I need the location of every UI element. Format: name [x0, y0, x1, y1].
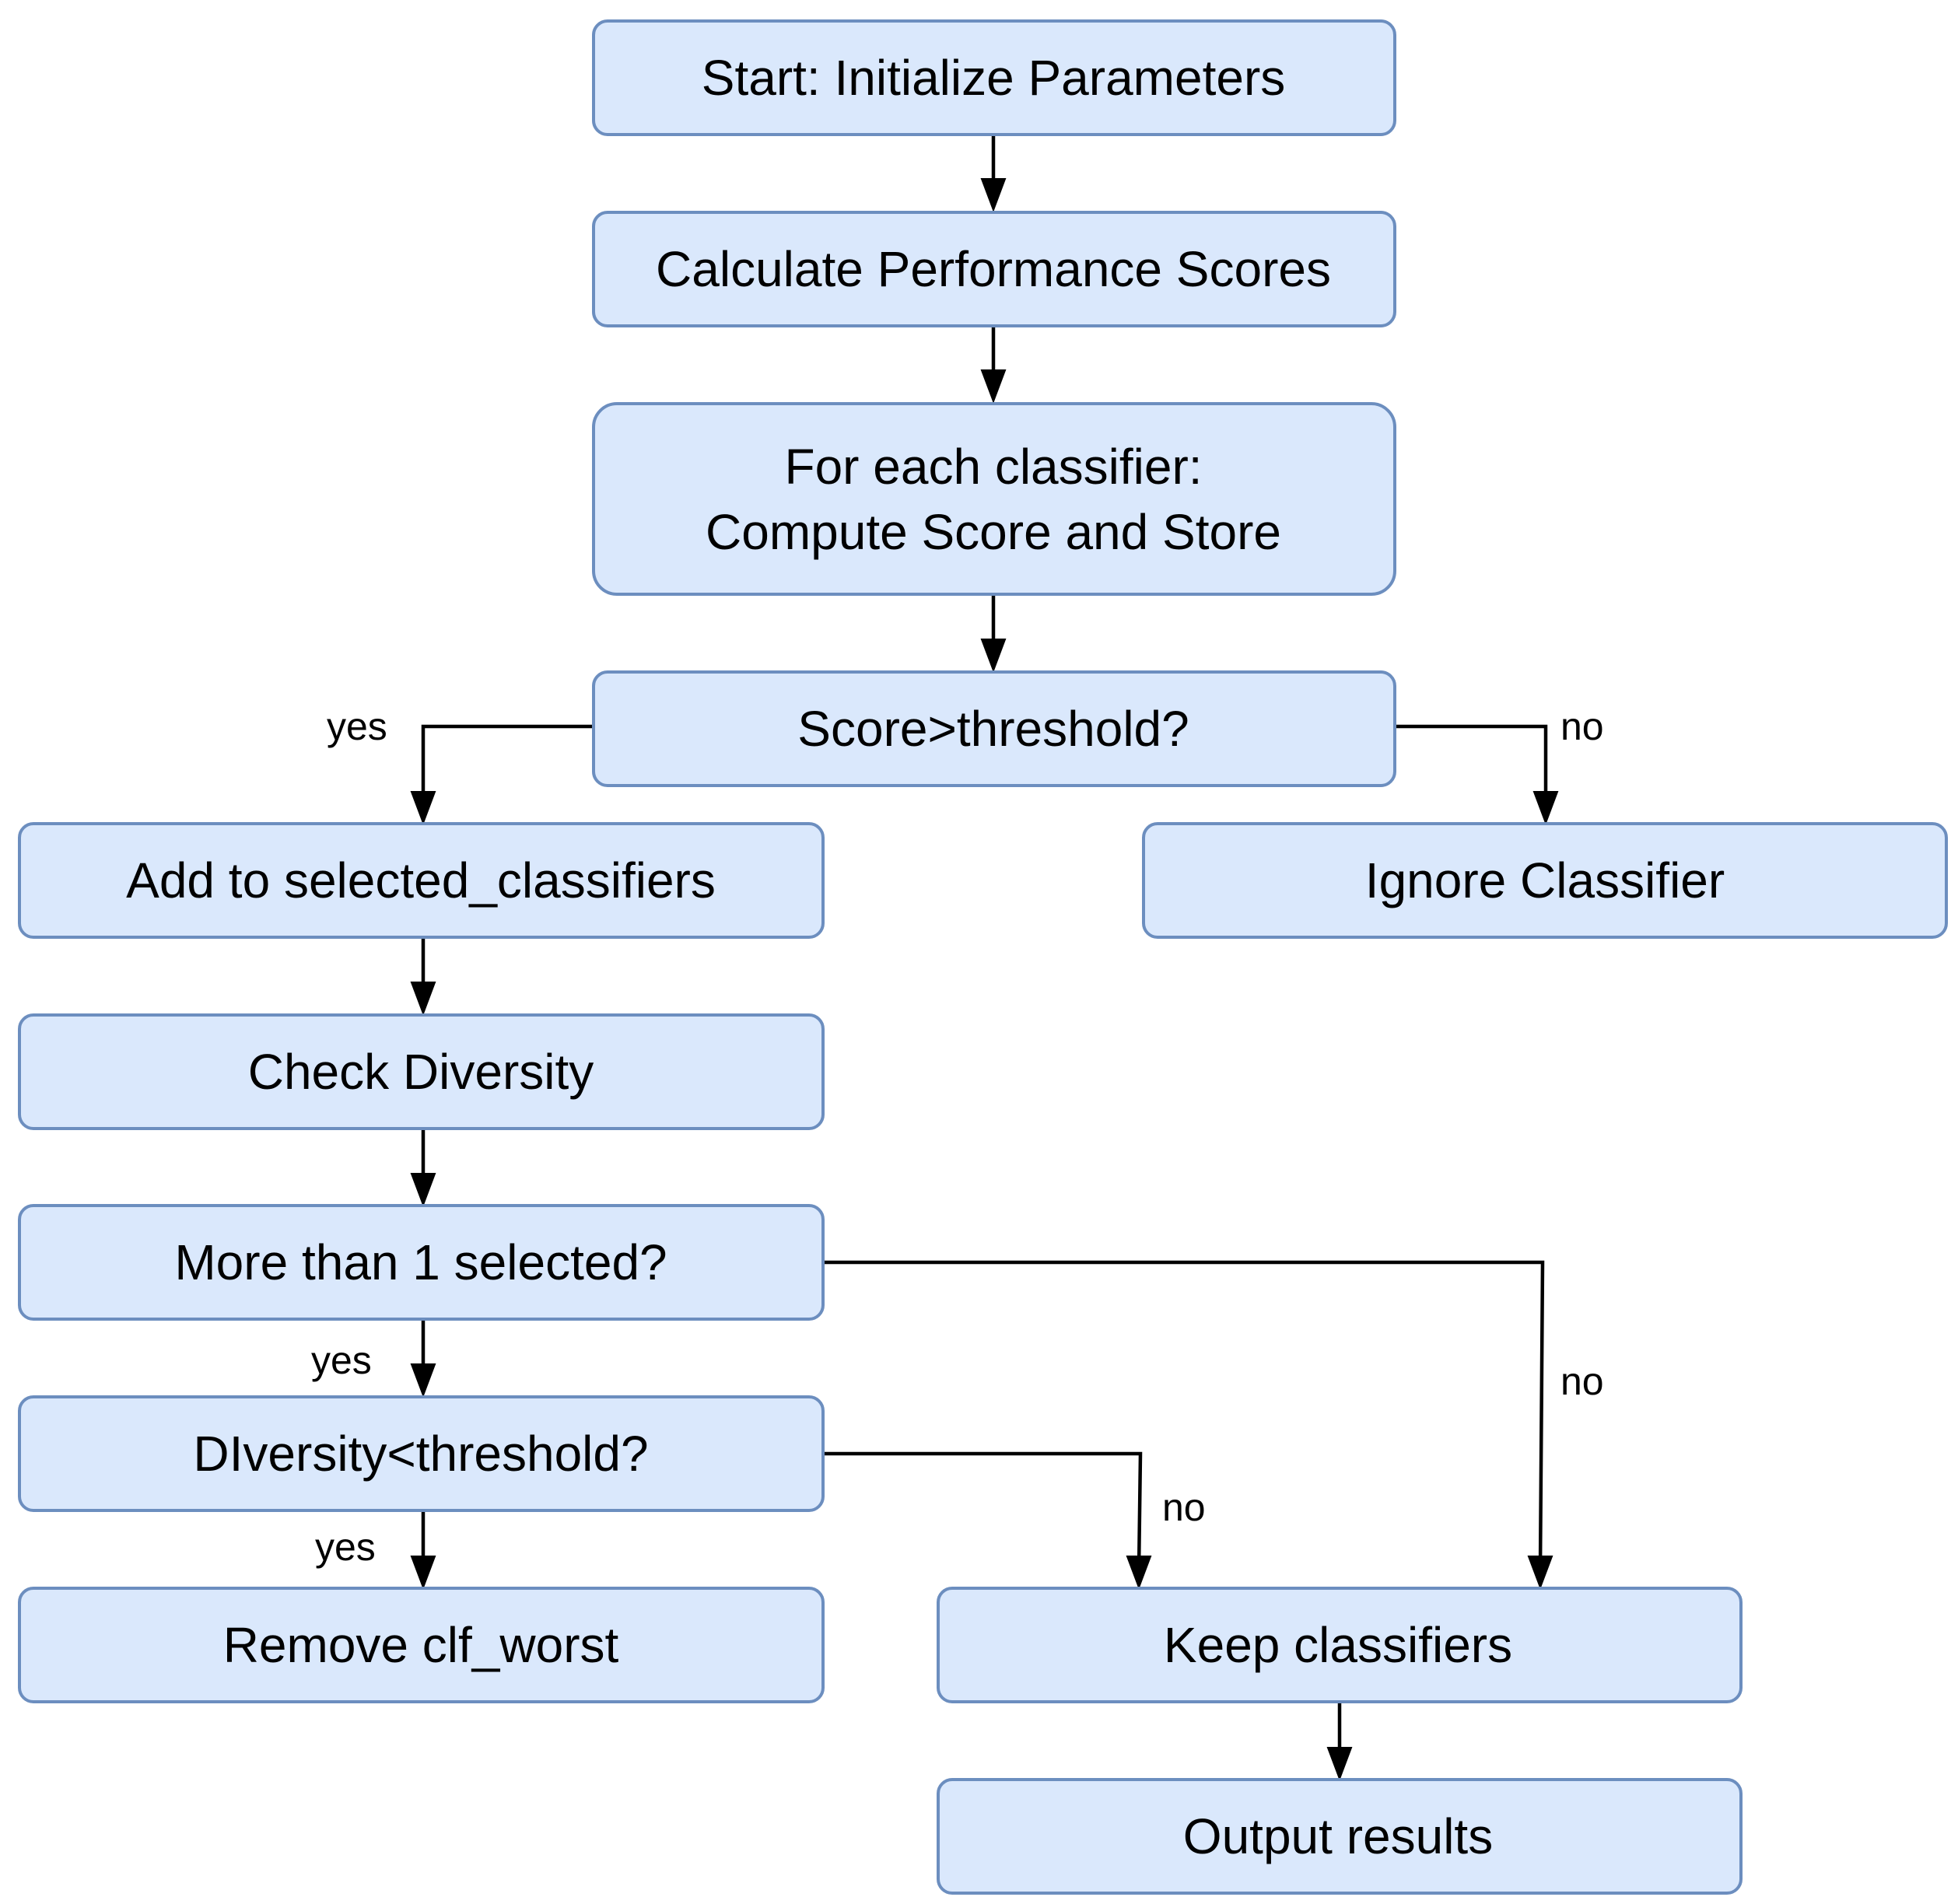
node-diversity-decision: DIversity<threshold?	[18, 1395, 825, 1512]
arrowhead	[410, 1556, 436, 1590]
arrowhead	[1527, 1556, 1553, 1590]
diversity-yes-label: yes	[315, 1525, 376, 1569]
arrowhead	[410, 791, 436, 825]
edge-start-to-calculate	[980, 135, 1007, 212]
node-ignore-classifier-label: Ignore Classifier	[1365, 852, 1725, 908]
arrowhead	[980, 178, 1007, 212]
edge-keep-to-output	[1326, 1702, 1353, 1781]
arrowhead	[980, 369, 1007, 404]
node-score-decision: Score>threshold?	[592, 670, 1396, 787]
arrowhead	[1326, 1747, 1353, 1781]
node-ignore-classifier: Ignore Classifier	[1142, 822, 1948, 939]
arrowhead	[410, 1173, 436, 1207]
edge-diversity-yes-to-remove-worst	[410, 1510, 436, 1590]
edge-check-diversity-to-more-than-one	[410, 1129, 436, 1207]
edge-calculate-to-foreach	[980, 326, 1007, 404]
edge-more-yes-to-diversity-decision	[410, 1319, 436, 1398]
edge-labels: yes no yes no yes no	[311, 705, 1604, 1569]
node-more-than-one: More than 1 selected?	[18, 1204, 825, 1321]
nodes: Start: Initialize Parameters Calculate P…	[18, 19, 1948, 1895]
node-keep-classifiers: Keep classifiers	[937, 1587, 1743, 1703]
node-for-each-line2: Compute Score and Store	[706, 504, 1281, 560]
arrowhead	[410, 1363, 436, 1398]
node-for-each-line1: For each classifier:	[784, 439, 1202, 495]
node-remove-worst: Remove clf_worst	[18, 1587, 825, 1703]
diversity-no-label: no	[1162, 1486, 1206, 1529]
node-start: Start: Initialize Parameters	[592, 19, 1396, 136]
edge-add-selected-to-check-diversity	[410, 937, 436, 1016]
node-check-diversity: Check Diversity	[18, 1013, 825, 1130]
arrowhead	[980, 639, 1007, 673]
node-calculate-scores-label: Calculate Performance Scores	[656, 241, 1331, 297]
node-output-results-label: Output results	[1183, 1808, 1493, 1864]
edges	[410, 135, 1559, 1781]
node-add-selected: Add to selected_classifiers	[18, 822, 825, 939]
arrowhead	[410, 982, 436, 1016]
arrowhead	[1126, 1556, 1152, 1590]
more-yes-label: yes	[311, 1339, 372, 1382]
node-remove-worst-label: Remove clf_worst	[223, 1617, 619, 1673]
node-start-label: Start: Initialize Parameters	[702, 50, 1286, 106]
edge-diversity-no-to-keep	[823, 1451, 1152, 1590]
node-calculate-scores: Calculate Performance Scores	[592, 211, 1396, 327]
edge-more-no-to-keep	[823, 1260, 1553, 1590]
node-output-results: Output results	[937, 1778, 1743, 1895]
node-add-selected-label: Add to selected_classifiers	[126, 852, 716, 908]
node-diversity-decision-label: DIversity<threshold?	[193, 1426, 648, 1482]
node-keep-classifiers-label: Keep classifiers	[1164, 1617, 1512, 1673]
node-score-decision-label: Score>threshold?	[797, 701, 1189, 757]
node-check-diversity-label: Check Diversity	[248, 1044, 594, 1100]
arrowhead	[1532, 791, 1559, 825]
more-no-label: no	[1560, 1360, 1604, 1403]
edge-score-yes-to-add-selected	[410, 724, 594, 825]
node-more-than-one-label: More than 1 selected?	[174, 1234, 667, 1290]
edge-score-no-to-ignore	[1394, 724, 1559, 825]
score-yes-label: yes	[327, 705, 387, 748]
edge-foreach-to-score-decision	[980, 594, 1007, 673]
node-for-each-classifier: For each classifier: Compute Score and S…	[592, 402, 1396, 596]
score-no-label: no	[1560, 705, 1604, 748]
